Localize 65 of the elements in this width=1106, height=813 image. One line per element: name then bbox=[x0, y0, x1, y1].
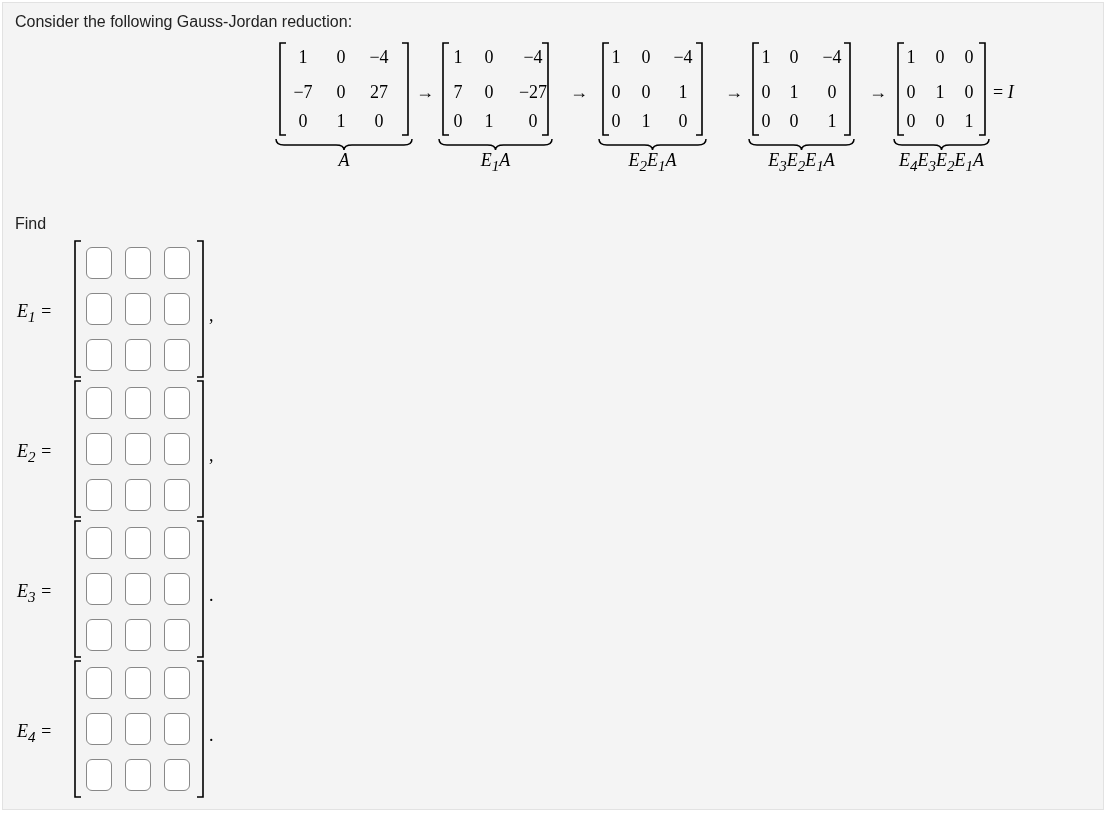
matrix-entry: 0 bbox=[935, 47, 945, 67]
matrix-entry: 1 bbox=[678, 82, 688, 102]
brace-label: E$_{3}$E$_{2}$E$_{1}$A bbox=[768, 150, 835, 176]
matrix-entry: 0 bbox=[484, 47, 494, 67]
brace-label: E$_{1}$A bbox=[480, 150, 511, 176]
matrix-entry: 0 bbox=[761, 82, 771, 102]
matrix-entry: 1 bbox=[906, 47, 916, 67]
punctuation: , bbox=[209, 445, 214, 465]
punctuation: . bbox=[209, 585, 214, 605]
matrix-entry: 0 bbox=[611, 111, 621, 131]
matrix-entry: 0 bbox=[906, 111, 916, 131]
matrix-name: E$_{2}$ = bbox=[17, 441, 53, 467]
arrow-symbol: → bbox=[570, 82, 588, 102]
matrix-entry: 0 bbox=[336, 47, 346, 67]
matrix-entry: 1 bbox=[827, 111, 837, 131]
matrix-entry: 1 bbox=[453, 47, 463, 67]
matrix-entry: 0 bbox=[935, 111, 945, 131]
matrix-entry: 0 bbox=[906, 82, 916, 102]
matrix-entry: 0 bbox=[374, 111, 384, 131]
punctuation: , bbox=[209, 305, 214, 325]
matrix-entry: 1 bbox=[789, 82, 799, 102]
arrow-symbol: → bbox=[869, 82, 887, 102]
matrix-entry: 0 bbox=[964, 82, 974, 102]
brace-label: A bbox=[338, 150, 350, 170]
matrix-entry: 1 bbox=[298, 47, 308, 67]
matrix-entry: 1 bbox=[964, 111, 974, 131]
matrix-entry: 1 bbox=[484, 111, 494, 131]
brace-label: E$_{2}$E$_{1}$A bbox=[628, 150, 677, 176]
matrix-entry: 0 bbox=[336, 82, 346, 102]
instruction-text: Consider the following Gauss-Jordan reduction: bbox=[15, 13, 353, 31]
matrix-entry: 1 bbox=[641, 111, 651, 131]
matrix-entry: 27 bbox=[370, 82, 388, 102]
matrix-entry: 1 bbox=[761, 47, 771, 67]
matrix-entry: 0 bbox=[789, 47, 799, 67]
matrix-entry: 0 bbox=[298, 111, 308, 131]
matrix-entry: 0 bbox=[453, 111, 463, 131]
matrix-entry: −7 bbox=[293, 82, 313, 102]
matrix-name: E$_{3}$ = bbox=[17, 581, 53, 607]
matrix-entry: 1 bbox=[336, 111, 346, 131]
matrix-entry: 0 bbox=[761, 111, 771, 131]
matrix-entry: 0 bbox=[678, 111, 688, 131]
matrix-entry: −4 bbox=[523, 47, 543, 67]
matrix-entry: 0 bbox=[964, 47, 974, 67]
find-text: Find bbox=[15, 215, 47, 233]
matrix-entry: 1 bbox=[935, 82, 945, 102]
matrix-entry: 0 bbox=[641, 82, 651, 102]
matrix-entry: 0 bbox=[641, 47, 651, 67]
matrix-entry: −27 bbox=[518, 82, 548, 102]
arrow-symbol: → bbox=[416, 82, 434, 102]
matrix-entry: 0 bbox=[611, 82, 621, 102]
punctuation: . bbox=[209, 725, 214, 745]
matrix-name: E$_{1}$ = bbox=[17, 301, 53, 327]
matrix-entry: 0 bbox=[484, 82, 494, 102]
matrix-entry: −4 bbox=[369, 47, 389, 67]
brace-label: E$_{4}$E$_{3}$E$_{2}$E$_{1}$A bbox=[899, 150, 984, 176]
equals-identity: = I bbox=[993, 82, 1014, 102]
matrix-entry: −4 bbox=[822, 47, 842, 67]
matrix-entry: 1 bbox=[611, 47, 621, 67]
matrix-name: E$_{4}$ = bbox=[17, 721, 53, 747]
matrix-entry: 0 bbox=[789, 111, 799, 131]
matrix-entry: 7 bbox=[453, 82, 463, 102]
matrix-entry: −4 bbox=[673, 47, 693, 67]
matrix-entry: 0 bbox=[827, 82, 837, 102]
matrix-entry: 0 bbox=[528, 111, 538, 131]
arrow-symbol: → bbox=[725, 82, 743, 102]
